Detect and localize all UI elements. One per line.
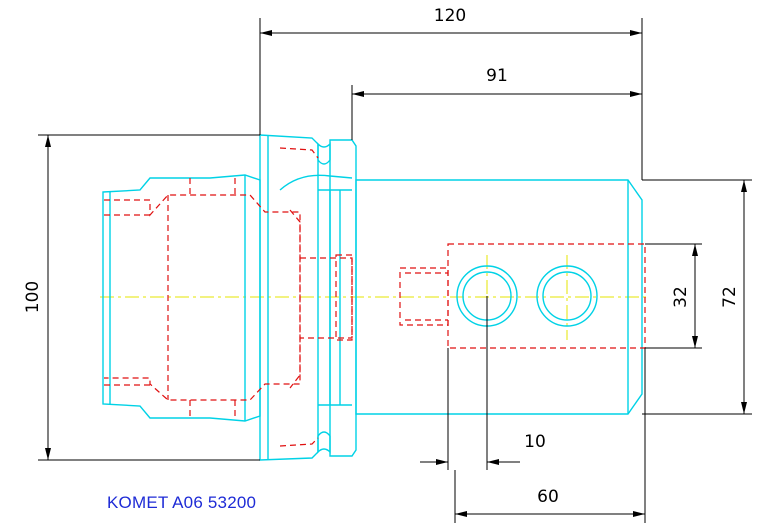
part-caption: KOMET A06 53200 <box>107 493 256 512</box>
dim-120-label: 120 <box>434 6 466 26</box>
dim-91-label: 91 <box>486 66 508 86</box>
centerline <box>100 255 650 340</box>
dimension-lines <box>38 18 752 523</box>
dim-100-label: 100 <box>23 281 43 313</box>
dim-10-label: 10 <box>524 432 546 452</box>
dim-72-label: 72 <box>720 286 740 308</box>
dim-60-label: 60 <box>537 487 559 507</box>
dim-32-label: 32 <box>671 286 691 308</box>
